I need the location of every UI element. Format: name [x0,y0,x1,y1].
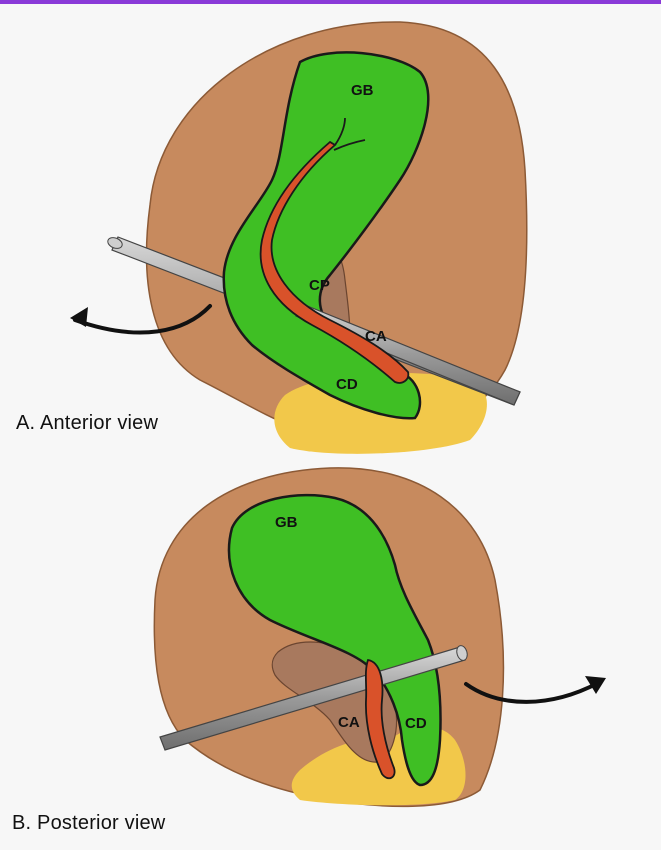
panel-posterior: GB CA CD [154,468,606,807]
panel-anterior: GB CP CA CD [70,22,527,454]
label-gb-a: GB [351,82,374,99]
label-cp-a: CP [309,277,330,294]
panel-title-anterior: A. Anterior view [16,412,158,435]
label-cd-b: CD [405,715,427,732]
label-ca-b: CA [338,714,360,731]
label-ca-a: CA [365,328,387,345]
label-cd-a: CD [336,376,358,393]
panel-title-posterior: B. Posterior view [12,812,165,835]
label-gb-b: GB [275,514,298,531]
